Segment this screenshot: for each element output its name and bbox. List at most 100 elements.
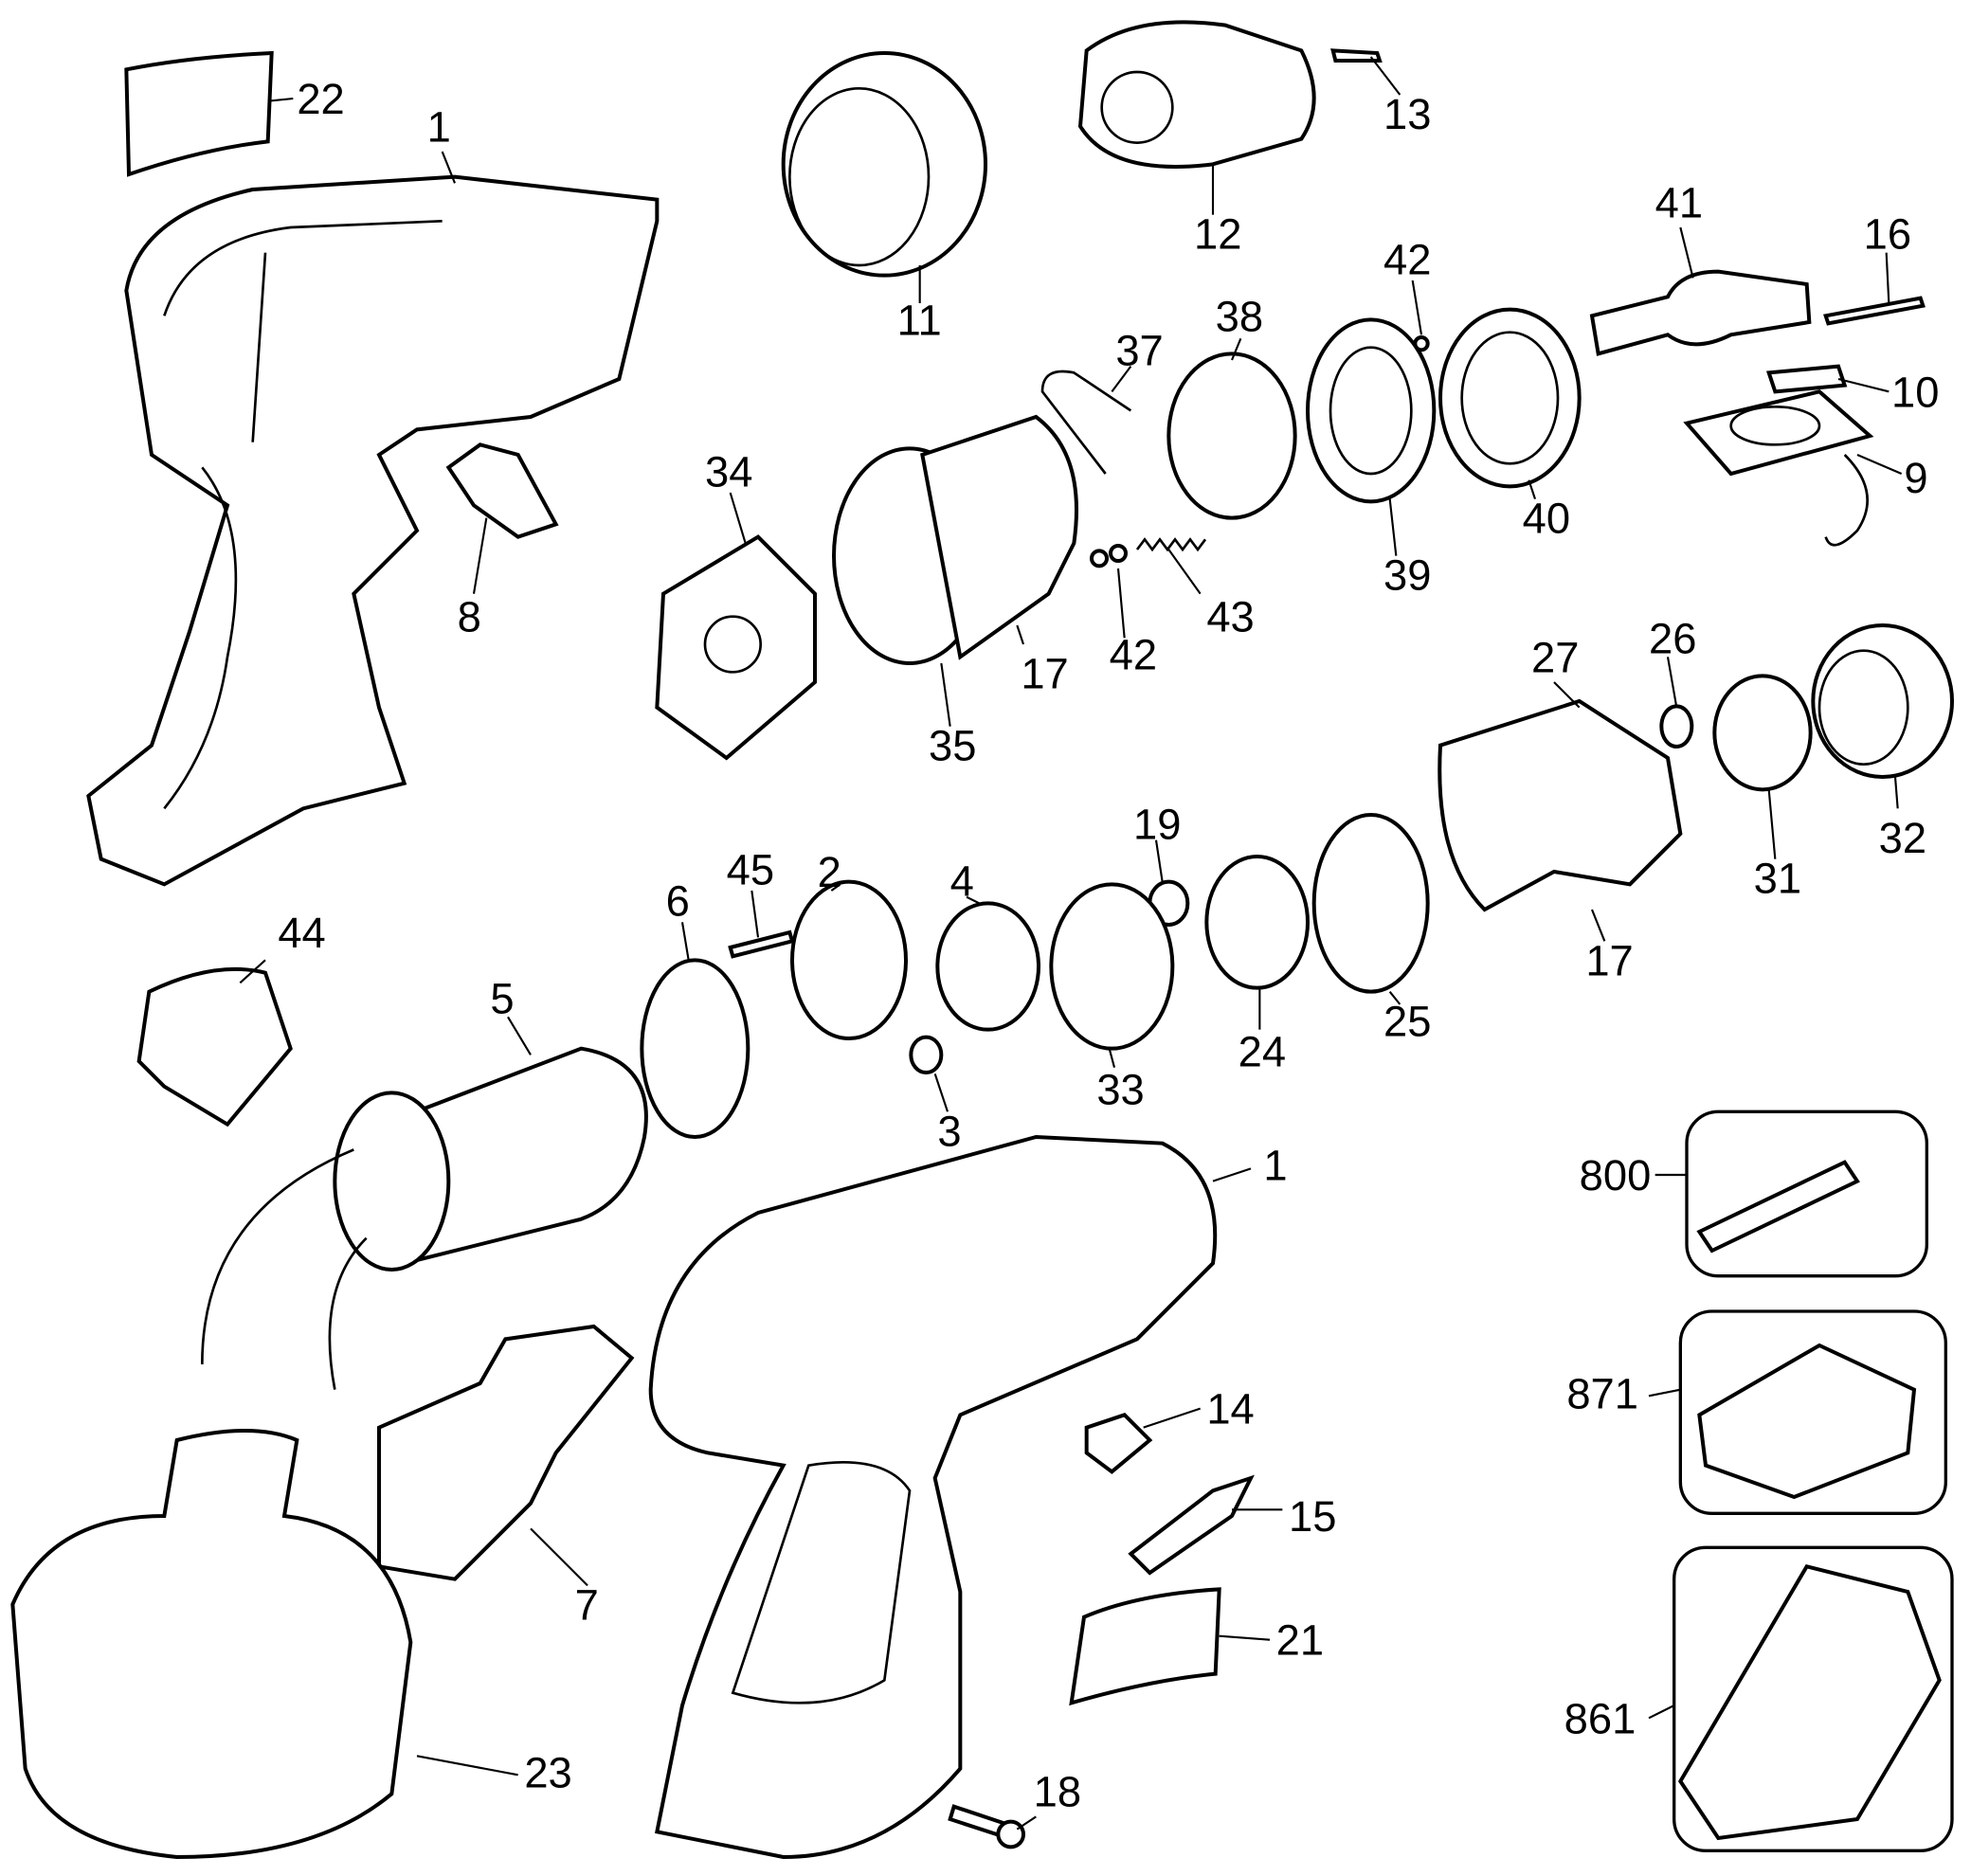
leader-line-27	[1553, 681, 1581, 709]
leader-line-39	[1388, 498, 1398, 556]
callout-17: 17	[1021, 650, 1068, 698]
part-housing-right-1	[648, 1134, 1218, 1860]
part-carrier-31	[1712, 674, 1813, 792]
motor-leads	[201, 1148, 368, 1390]
part-switch-7	[377, 1324, 635, 1581]
leader-line-44	[239, 959, 266, 984]
callout-34: 34	[705, 447, 752, 496]
callout-12: 12	[1194, 210, 1241, 259]
leader-line-9	[1856, 454, 1903, 475]
callout-861: 861	[1564, 1694, 1636, 1742]
part-label-sheet-22	[124, 50, 274, 177]
leader-line-5	[507, 1016, 532, 1055]
leader-line-1	[1212, 1167, 1252, 1182]
part-ring-gear-25	[1311, 812, 1430, 994]
part-clutch-washer-39	[1305, 317, 1437, 504]
part-bit-15	[1128, 1474, 1255, 1576]
part-carrier-24	[1204, 854, 1310, 990]
leader-line-6	[680, 922, 690, 961]
leader-line-18	[1016, 1815, 1037, 1831]
leader-line-8	[472, 517, 488, 594]
callout-45: 45	[727, 845, 774, 893]
leader-line-19	[1154, 839, 1164, 882]
leader-line-17	[1016, 624, 1025, 645]
callout-11: 11	[897, 296, 942, 344]
callout-41: 41	[1655, 178, 1703, 226]
leader-line-21	[1219, 1634, 1271, 1641]
part-plate-2	[790, 879, 908, 1040]
ring-40-inner	[1460, 331, 1560, 465]
part-spindle-41	[1589, 269, 1812, 356]
leader-line-40	[1528, 479, 1537, 500]
callout-1: 1	[427, 102, 451, 151]
callout-33: 33	[1096, 1065, 1144, 1113]
leader-line-13	[1369, 56, 1401, 96]
callout-3: 3	[937, 1107, 961, 1155]
leader-line-34	[729, 492, 747, 544]
screw-18-head	[996, 1819, 1025, 1849]
callout-800: 800	[1580, 1151, 1652, 1200]
leader-line-7	[530, 1527, 588, 1587]
callout-1: 1	[1263, 1141, 1287, 1189]
callout-8: 8	[458, 593, 481, 641]
part-ring-gear-33	[1049, 882, 1175, 1051]
chuck-sleeve-inner	[788, 87, 931, 267]
part-plate-38	[1166, 352, 1297, 520]
leader-line-42	[1116, 568, 1126, 639]
gear-case-34-hole	[703, 615, 762, 674]
callout-9: 9	[1904, 454, 1927, 502]
callout-40: 40	[1523, 495, 1570, 543]
callout-15: 15	[1289, 1492, 1336, 1541]
callout-18: 18	[1034, 1768, 1081, 1816]
leader-line-871	[1648, 1388, 1681, 1398]
callout-35: 35	[929, 722, 976, 770]
callout-22: 22	[297, 75, 344, 123]
wire-9	[1824, 454, 1869, 547]
leader-line-31	[1767, 789, 1777, 859]
leader-line-42	[1411, 280, 1423, 335]
leader-line-38	[1231, 337, 1242, 361]
callout-14: 14	[1206, 1385, 1254, 1434]
part-switch-clip-8	[445, 442, 559, 539]
part-plate-9	[1683, 389, 1874, 477]
leader-line-43	[1167, 549, 1202, 595]
part-charger-cord-800	[1696, 1160, 1860, 1254]
part-spring-43	[1135, 537, 1207, 552]
part-clip-44	[136, 966, 293, 1127]
callout-17: 17	[1585, 936, 1633, 984]
part-gear-housing-35-body	[920, 414, 1078, 660]
part-housing-left-1	[86, 174, 660, 887]
callout-4: 4	[950, 857, 974, 905]
leader-line-41	[1679, 226, 1694, 279]
part-carrier-4	[935, 901, 1040, 1032]
leader-line-25	[1388, 991, 1401, 1005]
callout-24: 24	[1239, 1027, 1286, 1075]
callout-13: 13	[1383, 90, 1431, 138]
leader-line-4	[966, 895, 980, 905]
part-chuck-12	[1077, 20, 1316, 169]
callout-2: 2	[818, 848, 841, 896]
leader-line-10	[1837, 377, 1890, 393]
part-motor-plate-6	[640, 958, 750, 1139]
callout-10: 10	[1891, 368, 1939, 416]
callout-871: 871	[1566, 1370, 1638, 1418]
housing-right-grip	[731, 1461, 912, 1705]
part-gear-3	[909, 1035, 944, 1074]
part-gear-26	[1659, 704, 1694, 749]
part-label-sheet-21	[1069, 1587, 1221, 1706]
leader-line-45	[750, 890, 760, 938]
leader-line-32	[1893, 776, 1899, 809]
motor-end-cap	[333, 1091, 451, 1272]
callout-23: 23	[524, 1749, 571, 1797]
callout-38: 38	[1216, 292, 1263, 340]
part-transmission-housing-27	[1438, 698, 1683, 912]
callout-27: 27	[1531, 633, 1579, 681]
part-ball-42	[1413, 334, 1430, 352]
part-clip-10	[1765, 364, 1848, 394]
leader-line-35	[940, 662, 951, 727]
housing-left-detail	[163, 220, 443, 810]
callout-32: 32	[1879, 814, 1926, 862]
leader-line-2	[830, 883, 841, 892]
part-chuck-sleeve-11	[781, 50, 987, 278]
